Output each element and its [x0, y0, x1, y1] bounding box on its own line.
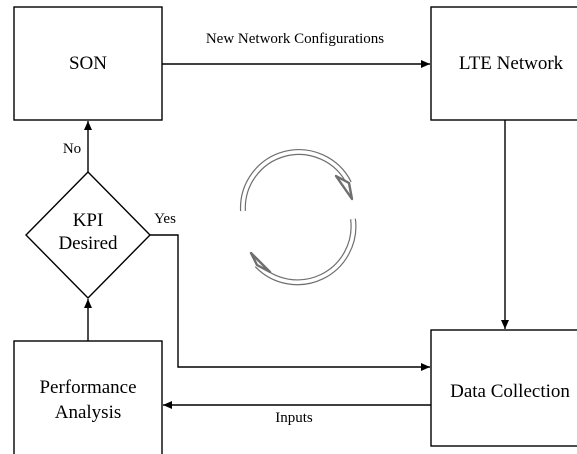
yes-label: Yes [154, 211, 176, 227]
inputs-label: Inputs [275, 410, 313, 426]
cycle-arrows-icon [239, 149, 357, 286]
no-label: No [63, 141, 81, 157]
performance-analysis-box [13, 340, 163, 454]
son-label: SON [69, 53, 107, 74]
kpi-label-line2: Desired [58, 233, 118, 254]
kpi-label-line1: KPI [73, 210, 104, 231]
data-collection-label: Data Collection [450, 381, 570, 402]
kpi-decision-diamond [25, 171, 151, 299]
son-box [13, 6, 163, 121]
new-config-label: New Network Configurations [206, 31, 384, 47]
lte-network-box [430, 6, 577, 121]
performance-label-line1: Performance [39, 377, 136, 398]
performance-label-line2: Analysis [55, 402, 122, 423]
data-collection-box [430, 329, 577, 447]
arrow-kpi-yes-to-data [150, 234, 430, 371]
lte-network-label: LTE Network [459, 53, 564, 74]
